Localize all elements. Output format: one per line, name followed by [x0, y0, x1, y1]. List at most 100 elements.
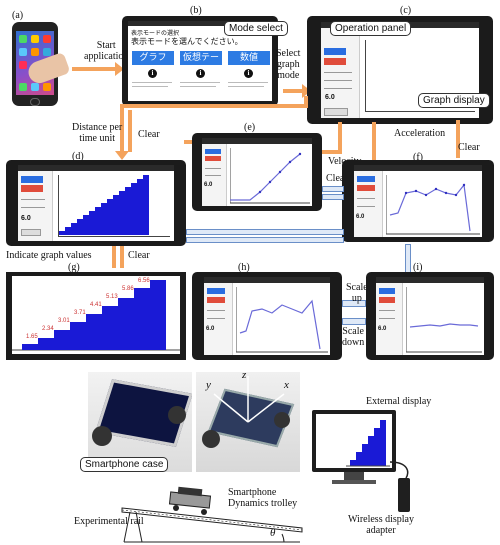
- axes-overlay: [213, 376, 285, 423]
- pdf-button[interactable]: [324, 58, 346, 65]
- graph-display-callout: Graph display: [418, 93, 490, 108]
- operation-panel: 6.0: [204, 283, 233, 355]
- graph-value-label: 5.86: [122, 286, 134, 292]
- display-base: [332, 480, 376, 484]
- clear-button[interactable]: [21, 176, 43, 183]
- experimental-rail-label: Experimental rail: [74, 516, 144, 527]
- arrowhead-c-to-d: [115, 151, 129, 160]
- arrow-c-to-d-down: [120, 104, 124, 152]
- pdf-button[interactable]: [357, 185, 375, 191]
- external-display-label: External display: [366, 396, 432, 407]
- arrow-clear-right: [456, 120, 460, 158]
- angle-theta-label: θ: [270, 527, 276, 539]
- link-d-f-bottom: [186, 237, 344, 243]
- staircase-bars: [59, 175, 149, 235]
- panel-label-h: (h): [238, 262, 250, 273]
- clear-button[interactable]: [205, 149, 221, 154]
- numeric-mode-button[interactable]: 数値: [228, 51, 270, 65]
- clear-button[interactable]: [379, 288, 395, 294]
- clear-button[interactable]: [357, 176, 375, 182]
- distance-per-time-unit-label: Distance per time unit: [72, 122, 123, 144]
- info-icon: i: [196, 69, 205, 78]
- external-display: [312, 410, 396, 472]
- clear-label-top: Clear: [138, 129, 160, 140]
- arrowhead-a-to-b: [115, 62, 124, 76]
- mode-select-callout: Mode select: [224, 21, 288, 36]
- scale-down-label: Scale down: [342, 326, 365, 348]
- graph-value-label: 5.13: [106, 294, 118, 300]
- arrow-d-to-g: [112, 246, 116, 268]
- wireless-display-adapter: [398, 478, 410, 512]
- arrow-a-to-b: [72, 67, 116, 71]
- panel-label-b: (b): [190, 5, 202, 16]
- arrow-d-to-c-clear: [128, 110, 132, 152]
- graph-value-label: 6.56: [138, 278, 150, 284]
- arrow-acceleration-up: [372, 122, 376, 160]
- operation-panel: 6.0: [18, 171, 53, 241]
- link-d-f-top: [186, 229, 344, 235]
- panel-label-g: (g): [68, 262, 80, 273]
- link-e-f-2: [322, 194, 344, 200]
- experimental-rail-diagram: [121, 486, 303, 543]
- dynamics-trolley-label: Dynamics trolley: [228, 498, 298, 509]
- acceleration-graph-screen: 6.0: [342, 160, 494, 242]
- arrow-d-to-e: [184, 140, 192, 144]
- arrow-velocity-line: [320, 150, 340, 154]
- acceleration-line-chart: [386, 175, 480, 235]
- select-graph-mode-label: Select graph mode: [276, 48, 301, 81]
- graph-value-label: 4.41: [90, 302, 102, 308]
- scale-up-arrow: [342, 300, 366, 307]
- operation-panel: 6.0: [376, 283, 403, 355]
- link-e-f: [322, 186, 344, 192]
- arrow-b-to-c: [283, 89, 303, 93]
- graph-value-label: 1.65: [26, 334, 38, 340]
- graph-value-label: 3.01: [58, 318, 70, 324]
- arrow-c-to-d-vertical: [304, 96, 308, 108]
- panel-label-a: (a): [12, 10, 24, 21]
- arrow-velocity-up: [338, 122, 342, 154]
- pdf-button[interactable]: [379, 297, 395, 303]
- clear-button[interactable]: [207, 288, 225, 294]
- scaled-up-line-chart: [236, 287, 328, 353]
- clear-button[interactable]: [324, 48, 346, 55]
- pdf-button[interactable]: [21, 185, 43, 192]
- graph-values-screen: 1.65 2.34 3.01 3.71 4.41 5.13 5.86 6.56: [6, 272, 186, 360]
- link-f-i: [405, 244, 411, 274]
- virtual-tape-mode-button[interactable]: 仮想テープ: [180, 51, 222, 77]
- acceleration-label: Acceleration: [394, 128, 446, 139]
- mode-screen-prompt: 表示モードを選んでください。: [131, 37, 243, 46]
- graph-value-label: 2.34: [42, 326, 54, 332]
- scaled-down-line-chart: [406, 287, 482, 353]
- mode-screen-title: 表示モードの選択: [131, 30, 180, 37]
- info-icon: i: [148, 69, 157, 78]
- operation-panel: 6.0: [354, 171, 383, 237]
- smartphone-on-trolley-photo: [196, 372, 300, 472]
- clear-label-right: Clear: [458, 142, 480, 153]
- panel-label-e: (e): [244, 122, 256, 133]
- operation-panel: 6.0: [321, 28, 360, 118]
- smartphone-label: Smartphone: [228, 487, 277, 498]
- panel-label-d: (d): [72, 151, 84, 162]
- indicate-graph-values-label: Indicate graph values: [6, 250, 92, 261]
- bars-with-values-chart: [12, 276, 180, 354]
- velocity-graph-screen: 6.0: [192, 133, 322, 211]
- panel-label-f: (f): [413, 152, 423, 163]
- info-icon: i: [244, 69, 253, 78]
- axis-x-label: x: [284, 379, 289, 391]
- arrow-c-to-d-horizontal: [120, 104, 306, 108]
- distance-graph-screen: 6.0: [6, 160, 186, 246]
- external-display-graph: [316, 414, 392, 468]
- graph-value-label: 3.71: [74, 310, 86, 316]
- clear-label-g: Clear: [128, 250, 150, 261]
- graph-mode-button[interactable]: グラフ: [132, 51, 174, 65]
- wireless-display-adapter-label: Wireless display adapter: [348, 514, 414, 536]
- arrow-g-to-d: [120, 246, 124, 268]
- pdf-button[interactable]: [205, 156, 221, 161]
- blank-graph-area: [365, 40, 475, 112]
- pdf-button[interactable]: [207, 297, 225, 303]
- mode-select-screen: 表示モードの選択 表示モードを選んでください。 グラフ 仮想テープ 数値 i i…: [122, 16, 278, 106]
- scale-down-arrow: [342, 318, 366, 325]
- clear-label-middle: Clear: [326, 173, 348, 184]
- operation-panel-callout: Operation panel: [330, 21, 412, 36]
- smartphone-case-photo: [88, 372, 192, 472]
